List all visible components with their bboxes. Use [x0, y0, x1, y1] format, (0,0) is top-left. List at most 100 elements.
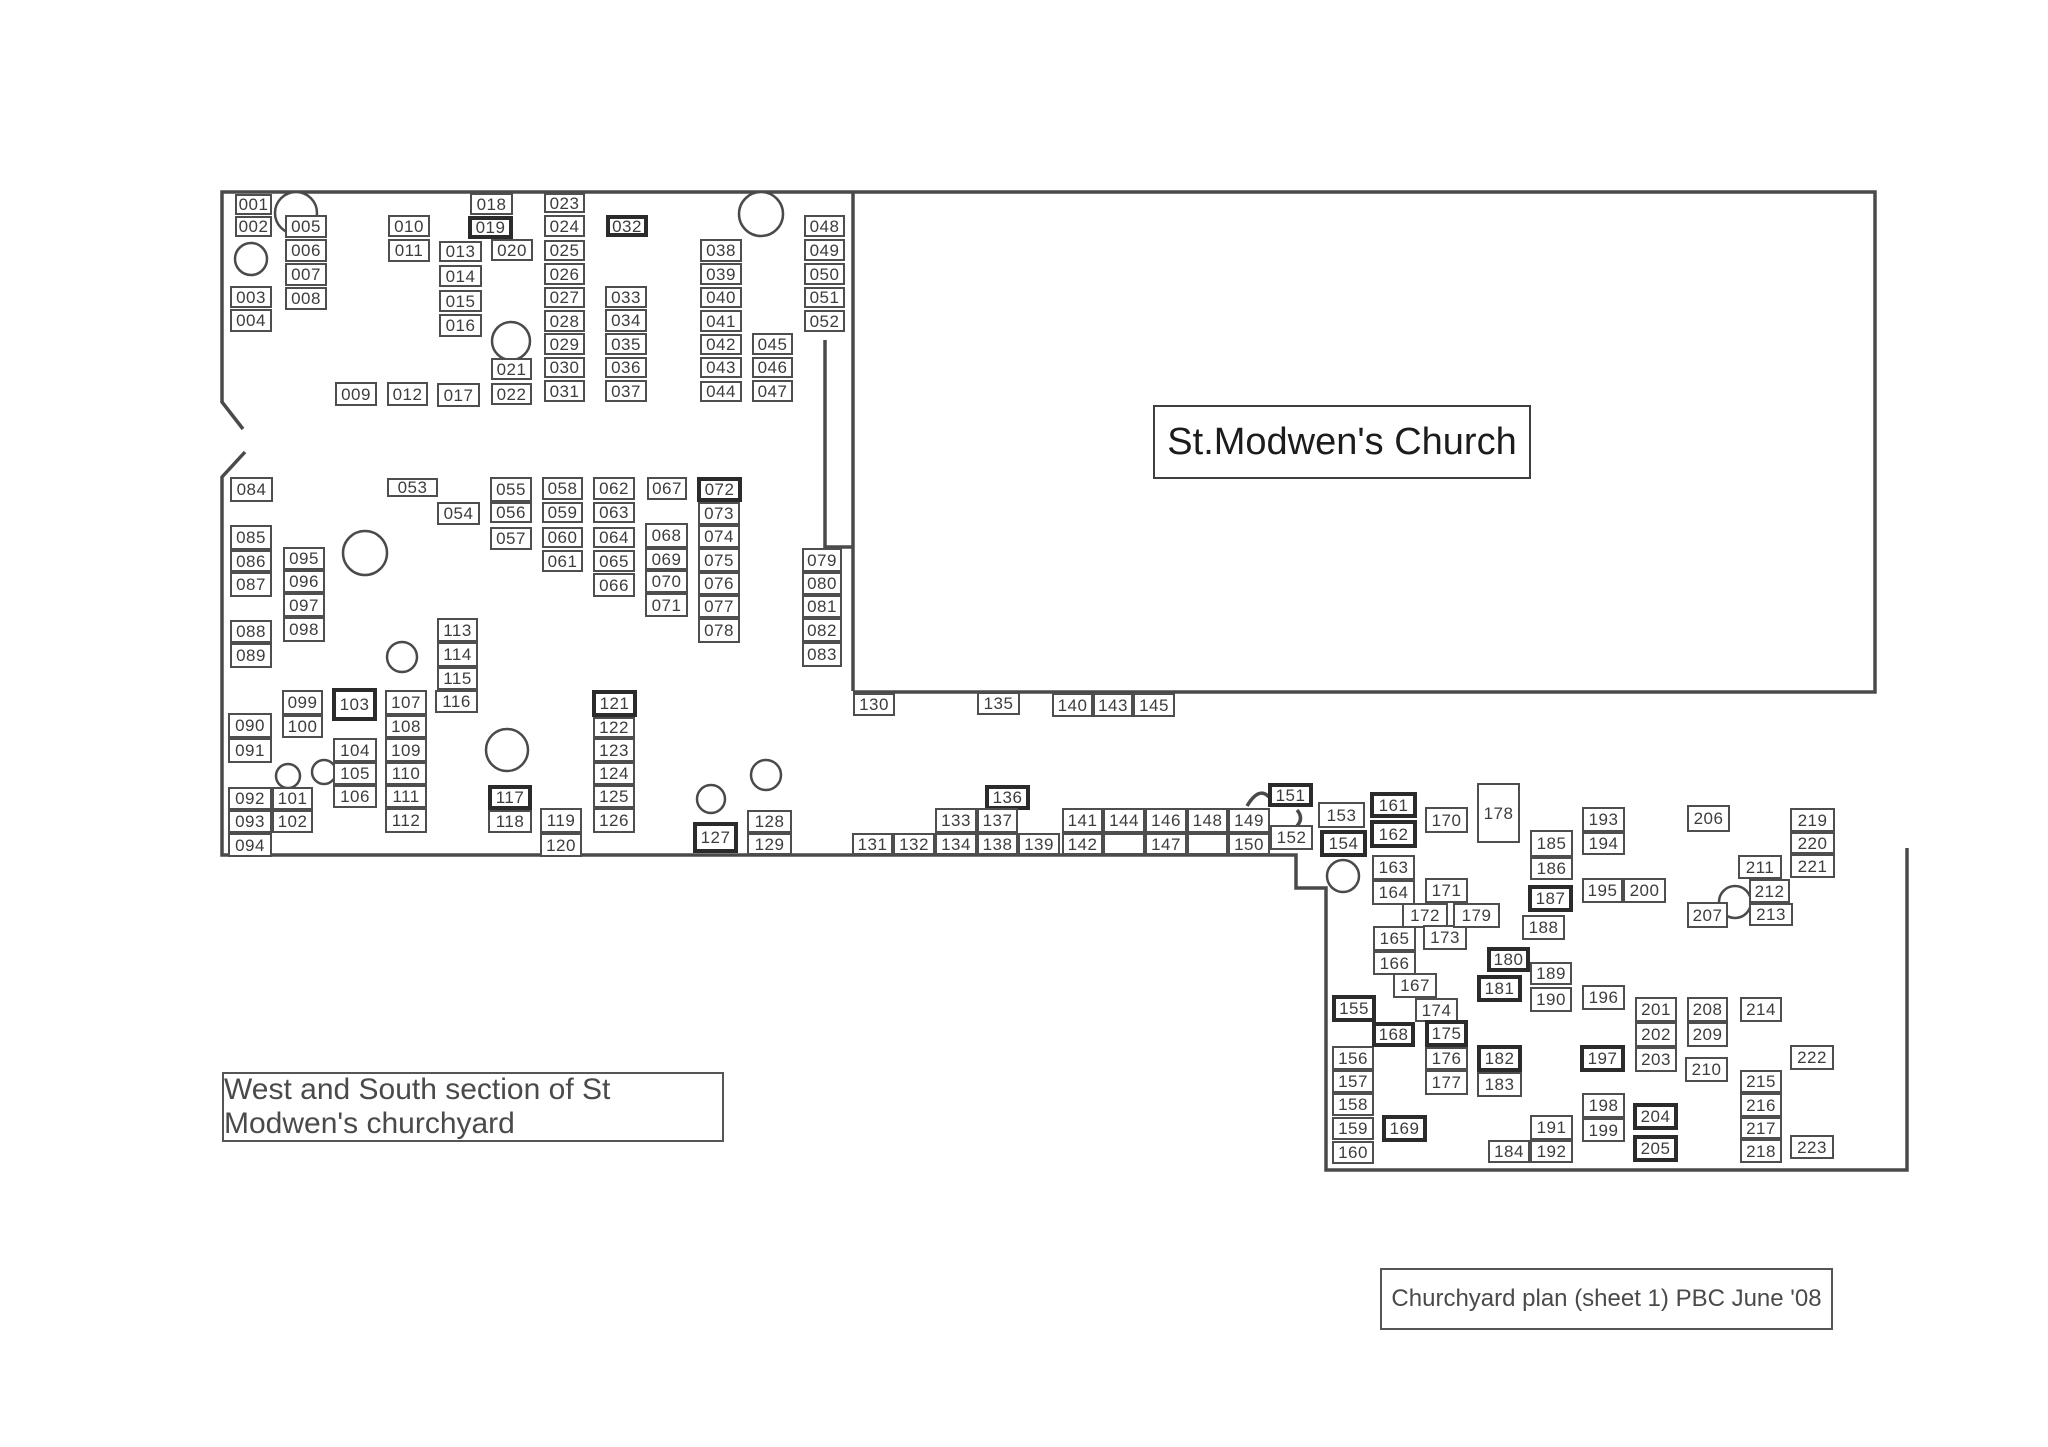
- plot-187: 187: [1528, 885, 1573, 912]
- plot-129: 129: [747, 833, 792, 855]
- plot-025: 025: [544, 240, 585, 261]
- plot-131: 131: [852, 833, 893, 855]
- plot-215: 215: [1740, 1070, 1782, 1093]
- plot-165: 165: [1373, 926, 1416, 951]
- plot-113: 113: [437, 618, 478, 642]
- plot-120: 120: [540, 833, 582, 857]
- plot-004: 004: [230, 309, 272, 332]
- plot-005: 005: [285, 215, 327, 238]
- plot-033: 033: [605, 286, 647, 308]
- plot-044: 044: [700, 381, 742, 402]
- plot-103: 103: [332, 688, 377, 721]
- plot-150: 150: [1228, 833, 1270, 855]
- plot-222: 222: [1790, 1045, 1834, 1070]
- plot-117: 117: [488, 785, 532, 810]
- plot-156: 156: [1332, 1046, 1374, 1070]
- plot-083: 083: [802, 642, 842, 667]
- plot-124: 124: [593, 762, 635, 785]
- plot-038: 038: [700, 239, 742, 262]
- plot-036: 036: [605, 357, 647, 378]
- plot-146: 146: [1145, 808, 1187, 833]
- plot-086: 086: [230, 550, 272, 572]
- plot-042: 042: [700, 334, 742, 355]
- plot-216: 216: [1740, 1093, 1782, 1117]
- empty-grid-cell: [1187, 833, 1228, 855]
- plot-104: 104: [333, 738, 377, 762]
- plot-079: 079: [802, 548, 842, 572]
- plot-051: 051: [804, 287, 845, 308]
- plot-054: 054: [437, 502, 480, 525]
- plot-125: 125: [593, 785, 635, 808]
- plot-018: 018: [470, 193, 513, 215]
- plot-097: 097: [283, 593, 325, 617]
- plot-208: 208: [1687, 997, 1728, 1022]
- plot-171: 171: [1425, 878, 1468, 903]
- plot-060: 060: [542, 527, 583, 548]
- plot-184: 184: [1488, 1140, 1530, 1163]
- tree-marker: [737, 190, 785, 238]
- plot-149: 149: [1228, 808, 1270, 833]
- plot-056: 056: [490, 502, 532, 523]
- plot-128: 128: [747, 810, 792, 833]
- plot-190: 190: [1530, 987, 1572, 1012]
- plot-053: 053: [387, 478, 438, 497]
- plot-077: 077: [698, 595, 740, 618]
- plot-163: 163: [1372, 855, 1415, 880]
- plot-017: 017: [437, 383, 480, 407]
- plot-195: 195: [1582, 878, 1623, 903]
- plot-094: 094: [228, 833, 272, 857]
- plot-059: 059: [542, 502, 583, 523]
- plot-122: 122: [593, 717, 635, 738]
- plot-137: 137: [977, 808, 1018, 833]
- plot-159: 159: [1332, 1117, 1374, 1140]
- plot-180: 180: [1487, 947, 1530, 972]
- plot-034: 034: [605, 309, 647, 332]
- plot-161: 161: [1370, 792, 1417, 818]
- plot-182: 182: [1477, 1045, 1522, 1072]
- plot-082: 082: [802, 618, 842, 642]
- plot-062: 062: [593, 477, 635, 500]
- plot-144: 144: [1103, 808, 1145, 833]
- plot-088: 088: [230, 620, 272, 643]
- tree-marker: [695, 783, 727, 815]
- plot-043: 043: [700, 357, 742, 378]
- plot-112: 112: [385, 808, 427, 833]
- plot-001: 001: [235, 194, 272, 215]
- plot-050: 050: [804, 263, 845, 285]
- plot-116: 116: [435, 690, 478, 713]
- plot-096: 096: [283, 570, 325, 593]
- plot-084: 084: [230, 477, 273, 502]
- plot-154: 154: [1320, 830, 1367, 857]
- plot-114: 114: [437, 642, 478, 667]
- plot-152: 152: [1270, 825, 1313, 850]
- plot-172: 172: [1402, 903, 1448, 928]
- plot-068: 068: [645, 523, 688, 548]
- plot-102: 102: [272, 810, 313, 833]
- tree-marker: [385, 640, 419, 674]
- plot-031: 031: [544, 380, 585, 402]
- plot-046: 046: [752, 357, 793, 378]
- tree-marker: [749, 758, 783, 792]
- plot-032: 032: [606, 215, 648, 237]
- plot-206: 206: [1687, 805, 1730, 832]
- plot-064: 064: [593, 527, 635, 548]
- plot-013: 013: [439, 241, 482, 262]
- plot-197: 197: [1580, 1045, 1625, 1072]
- plot-115: 115: [437, 667, 478, 690]
- boundary-wall: [220, 400, 245, 431]
- plot-140: 140: [1052, 693, 1093, 717]
- plot-194: 194: [1582, 832, 1625, 855]
- plot-169: 169: [1382, 1115, 1427, 1142]
- plot-072: 072: [697, 477, 742, 502]
- plot-135: 135: [977, 692, 1020, 715]
- plot-145: 145: [1133, 693, 1175, 717]
- tree-marker: [490, 320, 532, 362]
- plot-067: 067: [647, 477, 687, 500]
- plot-207: 207: [1687, 902, 1728, 928]
- plot-214: 214: [1740, 997, 1782, 1022]
- plot-089: 089: [230, 643, 272, 668]
- plot-074: 074: [698, 525, 740, 548]
- plot-020: 020: [491, 239, 533, 261]
- plot-199: 199: [1582, 1118, 1625, 1142]
